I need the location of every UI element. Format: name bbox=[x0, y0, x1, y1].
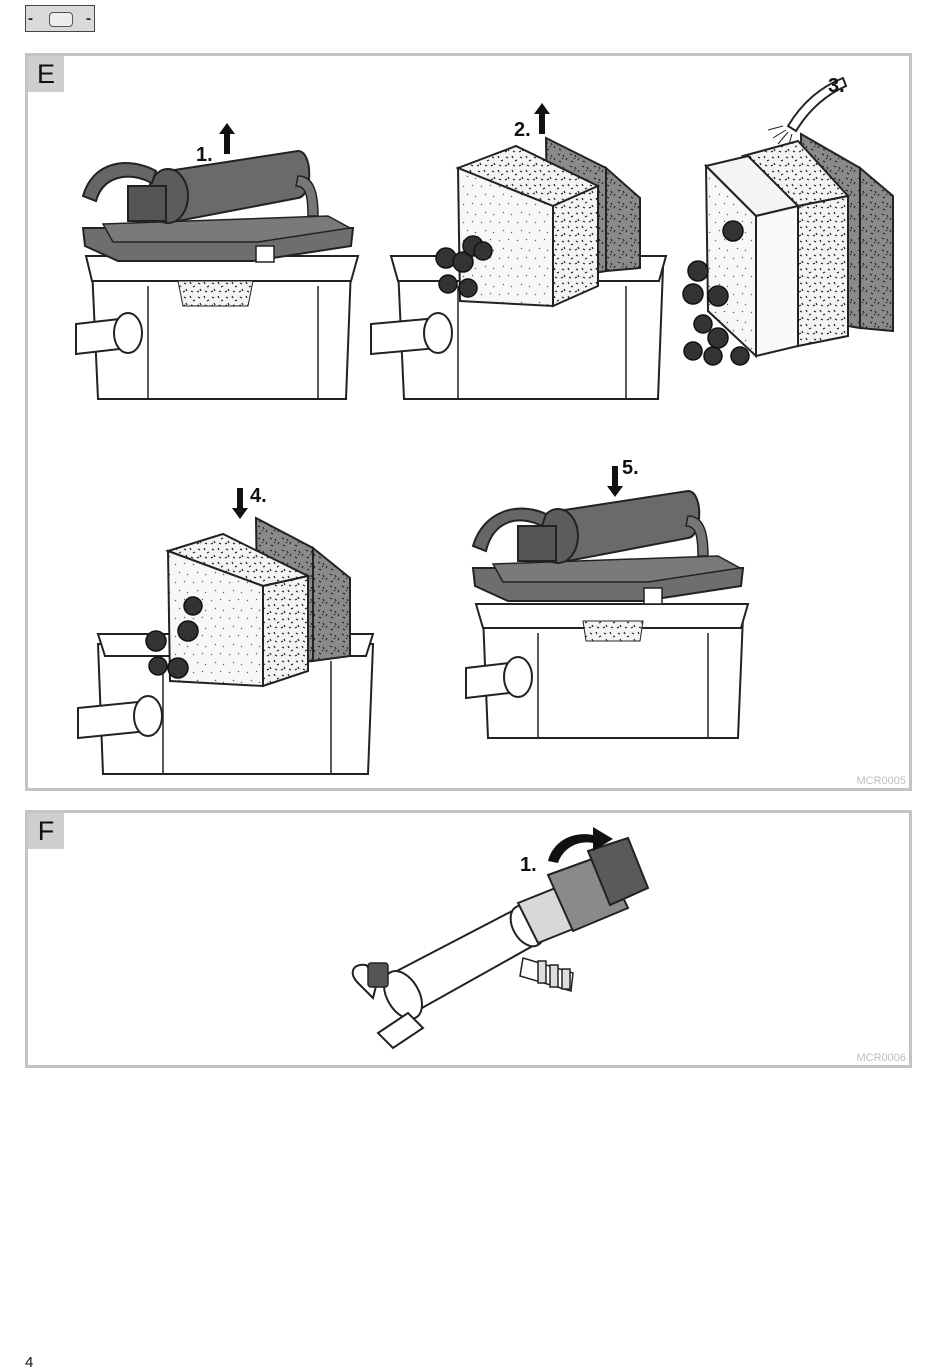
step2-remove-foams: 2. bbox=[371, 103, 666, 399]
step4-insert-foams: 4. bbox=[78, 485, 373, 774]
dash-right: - bbox=[86, 10, 91, 27]
rounded-button-icon bbox=[49, 12, 73, 27]
step5-replace-lid: 5. bbox=[466, 457, 748, 738]
header-symbol: - - bbox=[25, 5, 95, 32]
panel-f: F MCR0006 1. bbox=[25, 810, 912, 1068]
stepF1-label: 1. bbox=[520, 854, 537, 876]
step5-label: 5. bbox=[622, 457, 639, 479]
step2-label: 2. bbox=[514, 119, 531, 141]
step3-rinse-foams: 3. bbox=[683, 75, 893, 365]
panel-e: E MCR0005 bbox=[25, 53, 912, 791]
step3-label: 3. bbox=[828, 75, 845, 97]
step1-filter-with-lid: 1. bbox=[76, 123, 358, 399]
cleaning-illustration: 1. 2. bbox=[28, 56, 909, 788]
step1-label: 1. bbox=[196, 144, 213, 166]
dash-left: - bbox=[28, 10, 33, 27]
page-number: 4 bbox=[25, 1354, 33, 1371]
step4-label: 4. bbox=[250, 485, 267, 507]
uv-clarifier-illustration: 1. bbox=[28, 813, 909, 1065]
